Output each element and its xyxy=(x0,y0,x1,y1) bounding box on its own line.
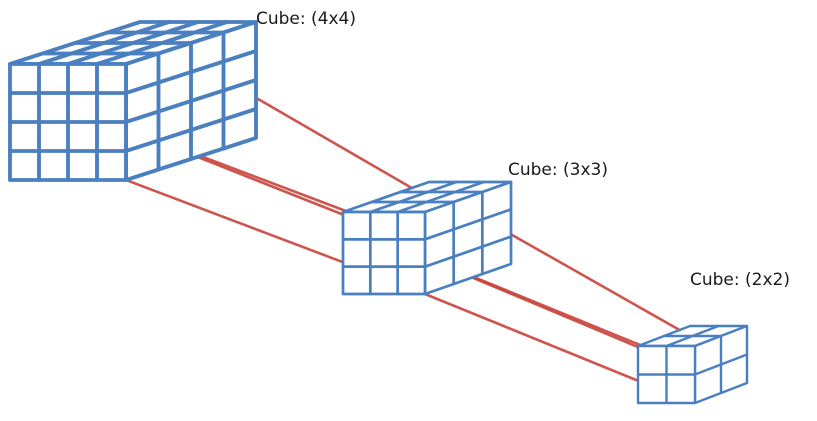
grid-line xyxy=(423,207,513,241)
cube-2x2 xyxy=(636,324,749,405)
grid-line xyxy=(396,180,486,214)
grid-line xyxy=(693,353,749,376)
connector-line xyxy=(483,218,681,332)
cube-4x4 xyxy=(8,20,258,182)
cube-3x3-label: Cube: (3x3) xyxy=(508,160,608,180)
connector-line xyxy=(423,292,646,385)
grid-line xyxy=(423,235,513,269)
cube-front-face xyxy=(341,210,427,296)
cube-4x4-label: Cube: (4x4) xyxy=(256,9,356,29)
grid-line xyxy=(368,180,458,214)
cube-3x3 xyxy=(341,180,513,296)
connector-line xyxy=(470,276,671,362)
grid-line xyxy=(95,20,229,66)
grid-line xyxy=(124,107,258,153)
grid-line xyxy=(124,78,258,124)
connector-line xyxy=(124,178,353,267)
cube-2x2-label: Cube: (2x2) xyxy=(690,270,790,290)
